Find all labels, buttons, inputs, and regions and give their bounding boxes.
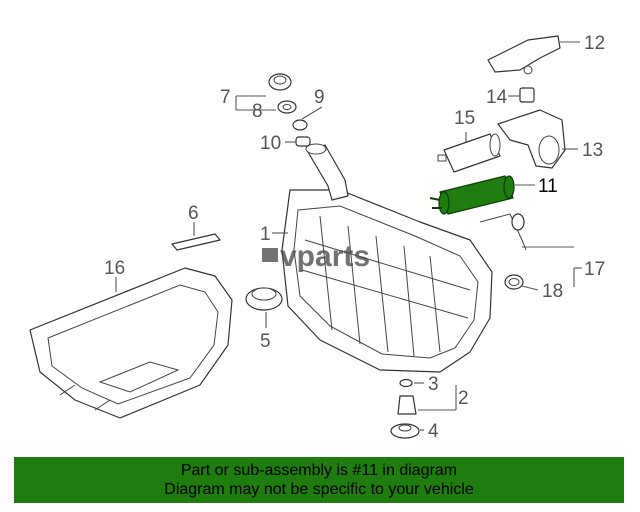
callout-10[interactable]: 10 xyxy=(260,133,281,154)
callout-5[interactable]: 5 xyxy=(260,331,271,352)
filler-neck xyxy=(305,143,349,201)
callout-17[interactable]: 17 xyxy=(584,259,605,280)
part-6-strip[interactable] xyxy=(171,233,221,251)
leader-lines xyxy=(115,41,582,431)
callout-8[interactable]: 8 xyxy=(252,101,263,122)
callout-6[interactable]: 6 xyxy=(188,203,199,224)
watermark-logo: vparts xyxy=(262,240,370,273)
part-1-fuel-tank[interactable] xyxy=(281,189,493,373)
part-18-oring[interactable] xyxy=(504,274,524,290)
watermark-text: vparts xyxy=(280,240,370,273)
callout-13[interactable]: 13 xyxy=(582,140,603,161)
callout-1[interactable]: 1 xyxy=(260,224,271,245)
callout-9[interactable]: 9 xyxy=(314,87,325,108)
info-banner: Part or sub-assembly is #11 in diagram D… xyxy=(14,457,624,503)
part-14-clip[interactable] xyxy=(519,87,535,103)
callout-16[interactable]: 16 xyxy=(104,258,125,279)
part-9-seal[interactable] xyxy=(292,119,308,131)
part-7-cap[interactable] xyxy=(268,73,292,91)
callout-12[interactable]: 12 xyxy=(584,33,605,54)
part-2-plug[interactable] xyxy=(397,395,417,415)
part-4-base[interactable] xyxy=(390,423,420,439)
callout-15[interactable]: 15 xyxy=(454,108,475,129)
part-13-bracket[interactable] xyxy=(497,109,566,169)
part-17-sending-unit[interactable] xyxy=(479,213,527,251)
part-8-ring[interactable] xyxy=(277,100,297,114)
part-3-grommet[interactable] xyxy=(399,378,413,388)
banner-line-2: Diagram may not be specific to your vehi… xyxy=(164,481,474,498)
part-16-shield[interactable] xyxy=(29,267,233,419)
callout-4[interactable]: 4 xyxy=(428,421,439,442)
callout-labels: 12 14 13 15 11 7 8 9 10 17 18 1 6 5 16 3… xyxy=(104,33,605,442)
part-5-ring[interactable] xyxy=(245,287,283,311)
part-11-fuel-pump[interactable] xyxy=(429,175,515,215)
callout-2[interactable]: 2 xyxy=(458,388,469,409)
callout-11[interactable]: 11 xyxy=(538,176,558,197)
callout-18[interactable]: 18 xyxy=(542,281,563,302)
banner-line-1: Part or sub-assembly is #11 in diagram xyxy=(180,462,458,479)
part-12-bracket[interactable] xyxy=(487,35,561,75)
callout-3[interactable]: 3 xyxy=(428,374,439,395)
callout-14[interactable]: 14 xyxy=(486,87,508,108)
part-10-clamp[interactable] xyxy=(295,136,311,147)
callout-7[interactable]: 7 xyxy=(220,87,231,108)
part-15-filter[interactable] xyxy=(437,133,501,173)
